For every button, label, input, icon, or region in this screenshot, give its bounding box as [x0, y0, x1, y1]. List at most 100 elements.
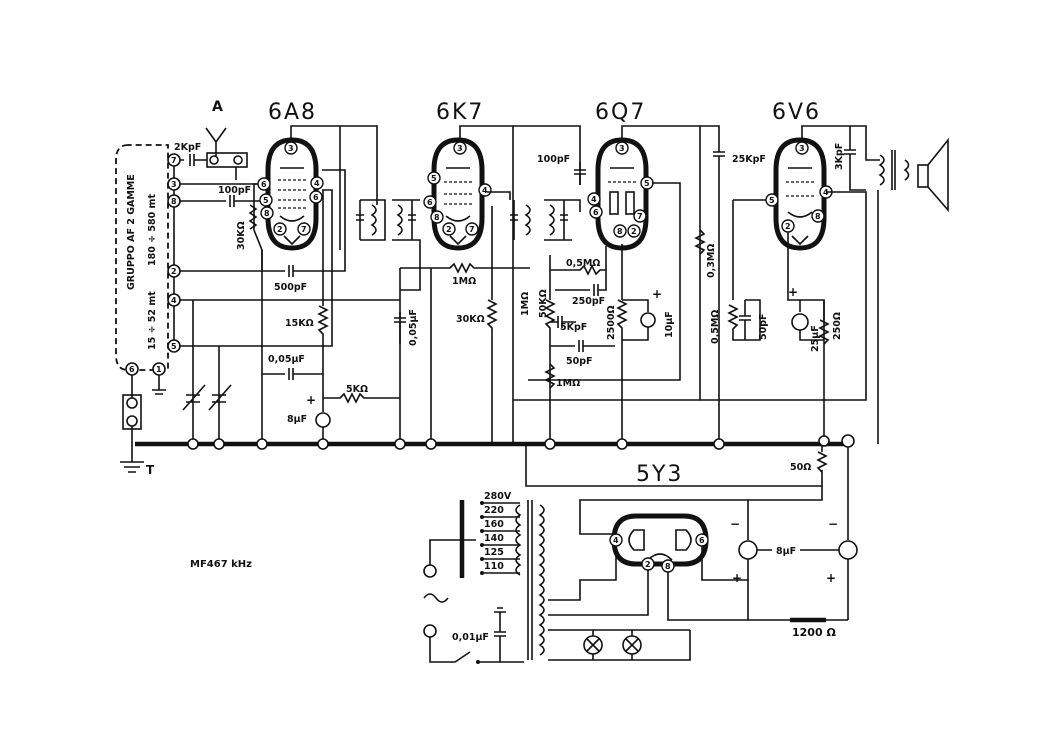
stage1-parts: 30KΩ 15KΩ 0,05μF 5KΩ 8μF + [236, 125, 400, 444]
svg-text:+: + [652, 287, 662, 301]
tube-label-6a8: 6A8 [268, 100, 317, 125]
svg-text:0,5MΩ: 0,5MΩ [566, 258, 600, 269]
svg-text:8: 8 [617, 227, 623, 236]
svg-text:4: 4 [482, 186, 488, 195]
svg-text:3KpF: 3KpF [834, 143, 845, 170]
svg-text:50Ω: 50Ω [790, 462, 811, 473]
svg-text:125: 125 [484, 547, 504, 558]
if-transformer-1 [356, 199, 421, 291]
svg-text:3: 3 [288, 144, 294, 153]
svg-text:100pF: 100pF [537, 154, 570, 165]
svg-text:25μF: 25μF [810, 325, 821, 352]
stage2-parts: 0,05μF 1MΩ 30KΩ 1MΩ [394, 125, 531, 444]
output-speaker [877, 137, 949, 444]
svg-text:+: + [788, 285, 798, 299]
tuning-capacitors [182, 300, 232, 444]
svg-text:6: 6 [261, 180, 267, 189]
svg-text:2: 2 [631, 227, 637, 236]
svg-text:0,05μF: 0,05μF [408, 309, 419, 346]
svg-text:7: 7 [171, 156, 177, 165]
svg-text:5: 5 [431, 174, 437, 183]
svg-text:250Ω: 250Ω [832, 312, 843, 340]
svg-text:8: 8 [815, 212, 821, 221]
svg-text:50pF: 50pF [566, 356, 593, 367]
svg-text:2: 2 [785, 222, 791, 231]
tube-label-5y3: 5Y3 [636, 462, 683, 487]
tube-6q7: 3 5 4 6 8 2 7 [587, 137, 654, 251]
svg-text:8: 8 [434, 213, 440, 222]
tube-6v6: 3 5 4 8 2 [765, 137, 833, 251]
antenna-ground-terminals: T [120, 375, 166, 477]
svg-text:1MΩ: 1MΩ [556, 378, 580, 389]
svg-text:140: 140 [484, 533, 504, 544]
svg-text:8: 8 [264, 209, 270, 218]
svg-text:6: 6 [699, 536, 705, 545]
svg-text:−: − [730, 517, 740, 531]
group-band2: 15 ÷ 52 mt [147, 291, 158, 350]
antenna-label: A [212, 99, 223, 115]
svg-text:5KΩ: 5KΩ [346, 384, 368, 395]
svg-text:5: 5 [644, 179, 650, 188]
svg-text:5: 5 [263, 196, 269, 205]
svg-text:5KpF: 5KpF [560, 322, 587, 333]
svg-text:+: + [732, 571, 742, 585]
svg-text:30KΩ: 30KΩ [456, 314, 485, 325]
power-supply: 50Ω − − + + 8μF 1200 Ω [525, 434, 858, 639]
svg-text:1200 Ω: 1200 Ω [792, 626, 836, 639]
svg-text:+: + [826, 571, 836, 585]
svg-text:6: 6 [313, 193, 319, 202]
svg-text:30KΩ: 30KΩ [236, 221, 247, 250]
svg-text:2: 2 [645, 560, 651, 569]
svg-text:7: 7 [637, 212, 643, 221]
svg-text:1MΩ: 1MΩ [520, 292, 531, 316]
if-frequency-note: MF467 kHz [190, 559, 252, 570]
svg-text:3: 3 [171, 180, 177, 189]
svg-text:7: 7 [301, 225, 307, 234]
ground-label: T [146, 463, 155, 477]
if-transformer-2 [510, 125, 581, 241]
svg-text:−: − [828, 517, 838, 531]
svg-text:2KpF: 2KpF [174, 142, 201, 153]
tube-6a8: 3 6 5 4 6 8 2 7 [257, 137, 324, 251]
svg-text:8: 8 [665, 562, 671, 571]
svg-text:25KpF: 25KpF [732, 154, 766, 165]
svg-text:15KΩ: 15KΩ [285, 318, 314, 329]
svg-text:4: 4 [314, 179, 320, 188]
svg-text:2: 2 [446, 225, 452, 234]
svg-text:250pF: 250pF [572, 296, 605, 307]
svg-text:0,05μF: 0,05μF [268, 354, 305, 365]
group-wires: 100pF 500pF [173, 154, 400, 347]
group-title: GRUPPO AF 2 GAMME [126, 174, 137, 290]
ground-junctions [187, 435, 830, 450]
svg-text:8μF: 8μF [776, 546, 796, 557]
mains-input: 0,01μF [423, 564, 524, 664]
svg-text:2500Ω: 2500Ω [606, 305, 617, 340]
svg-text:10μF: 10μF [664, 311, 675, 338]
svg-text:0,01μF: 0,01μF [452, 632, 489, 643]
tube-5y3: 4 6 2 8 [609, 513, 709, 573]
svg-text:3: 3 [619, 144, 625, 153]
tube-6k7: 3 5 4 6 8 2 7 [423, 137, 492, 251]
tube-label-6q7: 6Q7 [595, 100, 646, 125]
svg-text:220: 220 [484, 505, 504, 516]
svg-text:50pF: 50pF [758, 313, 769, 340]
svg-text:160: 160 [484, 519, 504, 530]
svg-text:100pF: 100pF [218, 185, 251, 196]
mains-transformer: 280V 220 160 140 125 110 [429, 491, 691, 661]
svg-text:8: 8 [171, 197, 177, 206]
svg-text:4: 4 [171, 296, 177, 305]
svg-text:6: 6 [427, 198, 433, 207]
svg-text:6: 6 [129, 365, 135, 374]
svg-text:5: 5 [171, 342, 177, 351]
svg-text:1MΩ: 1MΩ [452, 276, 476, 287]
svg-text:6: 6 [593, 208, 599, 217]
svg-text:280V: 280V [484, 491, 512, 502]
svg-text:2: 2 [277, 225, 283, 234]
svg-text:0,5MΩ: 0,5MΩ [710, 310, 721, 344]
svg-text:5: 5 [769, 196, 775, 205]
svg-text:110: 110 [484, 561, 504, 572]
svg-text:4: 4 [591, 195, 597, 204]
svg-text:3: 3 [799, 144, 805, 153]
svg-text:3: 3 [457, 144, 463, 153]
